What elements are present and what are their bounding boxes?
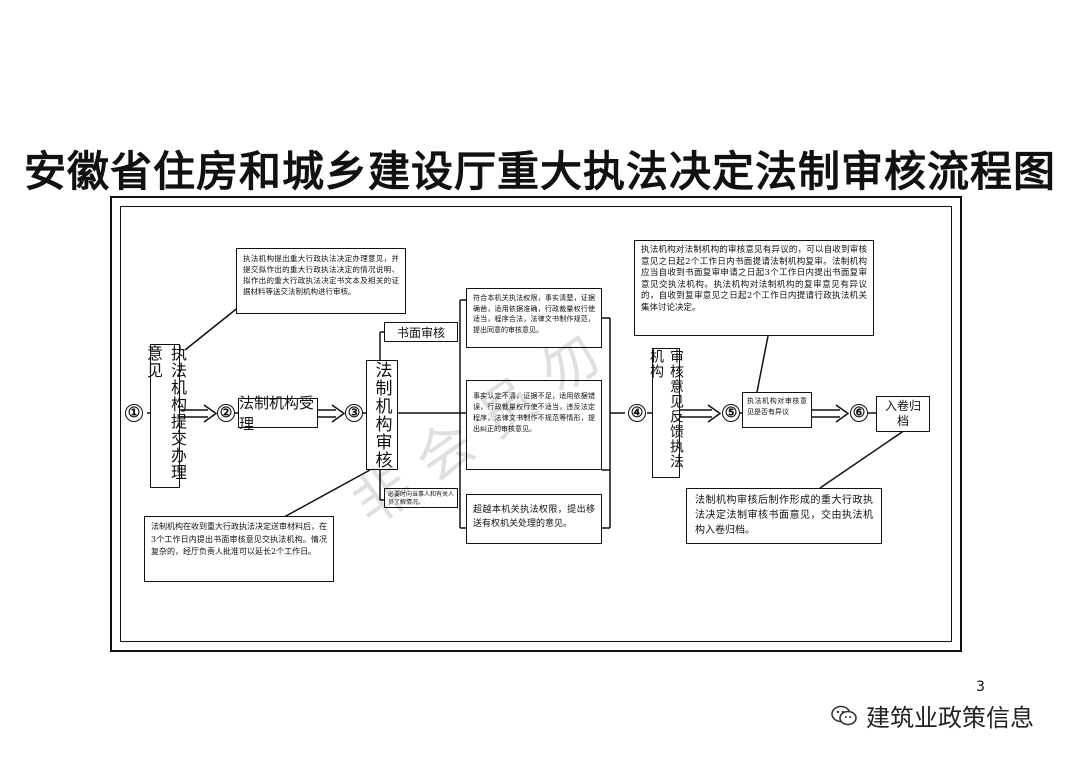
page-title: 安徽省住房和城乡建设厅重大执法决定法制审核流程图 xyxy=(23,147,1056,196)
inner-frame xyxy=(120,206,952,642)
arrow-2-3 xyxy=(318,404,346,423)
step-6-marker: ⑥ xyxy=(850,404,868,422)
written-review-box: 书面审核 xyxy=(384,322,458,342)
wechat-icon xyxy=(831,705,857,725)
arrow-5-6 xyxy=(812,404,850,423)
page-number: 3 xyxy=(976,679,985,695)
submit-opinion-box: 执法机构提交办理意见 xyxy=(144,344,187,488)
review-deadline-callout: 法制机构在收到重大行政执法决定送审材料后，在3个工作日内提出书面审核意见交执法机… xyxy=(144,516,334,582)
inquiry-box: 必要时向当事人和有关人员了解情况。 xyxy=(384,488,458,508)
submit-callout: 执法机构提出重大行政执法决定办理意见，并提交拟作出的重大行政执法决定的情况说明、… xyxy=(236,248,406,314)
transfer-opinion-box: 超越本机关执法权限，提出移送有权机关处理的意见。 xyxy=(466,494,602,544)
account-name: 建筑业政策信息 xyxy=(866,704,1034,732)
feedback-box: 审核意见反馈执法机构 xyxy=(648,348,684,478)
archive-callout: 法制机构审核后制作形成的重大行政执法决定法制审核书面意见，交由执法机构入卷归档。 xyxy=(686,488,882,544)
objection-check-box: 执法机构对审核意见是否有异议 xyxy=(742,392,812,428)
accept-box: 法制机构受理 xyxy=(238,394,318,433)
step-4-marker: ④ xyxy=(628,404,646,422)
step-3-marker: ③ xyxy=(345,404,363,422)
step-5-marker: ⑤ xyxy=(722,404,740,422)
step-1-marker: ① xyxy=(125,404,143,422)
outer-frame xyxy=(110,196,962,652)
correct-opinion-box: 事实认定不清，证据不足，适用依据错误，行政裁量权行使不适当，违反法定程序，法律文… xyxy=(466,380,602,470)
step-2-marker: ② xyxy=(217,404,235,422)
archive-box: 入卷归档 xyxy=(876,396,930,432)
arrow-4-5 xyxy=(680,404,722,423)
legal-review-box: 法制机构审核 xyxy=(366,360,398,470)
objection-callout: 执法机构对法制机构的审核意见有异议的，可以自收到审核意见之日起2个工作日内书面提… xyxy=(634,240,874,336)
objection-check-text: 执法机构对审核意见是否有异议 xyxy=(747,397,807,416)
approve-opinion-box: 符合本机关执法权限，事实清楚，证据确凿，适用依据准确，行政裁量权行使适当，程序合… xyxy=(466,288,602,348)
account-badge: 建筑业政策信息 xyxy=(830,698,1034,733)
